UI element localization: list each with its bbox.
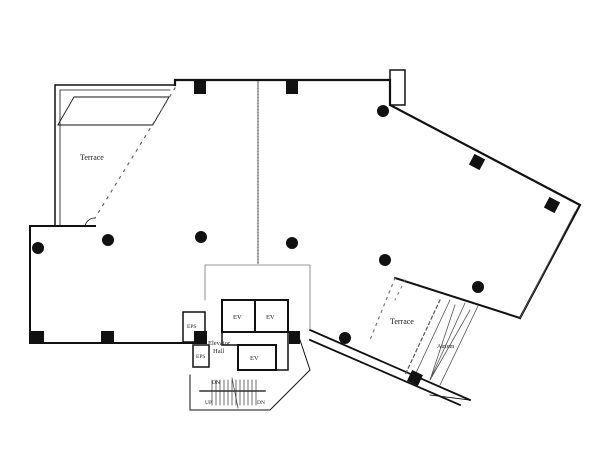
atrium-lines [414,299,479,386]
terrace-edge [308,328,472,407]
label-terrace-right: Terrace [390,317,414,326]
label-atrium: Atrium [437,344,455,350]
label-ev-1: EV [233,314,242,321]
label-stair-dn-2: DN [257,400,265,406]
columns [31,80,561,386]
column-round [32,242,44,254]
column-round [286,237,298,249]
label-stair-dn-1: DN [212,380,220,386]
label-stair-up: UP [205,400,212,406]
label-ev-3: EV [250,355,259,362]
column-round [339,332,351,344]
elevator-shaft-3 [237,344,277,371]
eps-room-2 [192,344,210,368]
column-round [377,105,389,117]
column-round [195,231,207,243]
column-round [379,254,391,266]
planter [57,96,170,126]
left-terrace-outline [54,84,176,227]
walls [29,69,582,411]
label-eps-1: EPS [187,324,196,330]
label-elevator-hall-2: Hall [213,348,224,355]
column [101,331,114,344]
column [286,80,298,94]
label-elevator-hall-1: Elevator [208,340,231,347]
label-ev-2: EV [266,314,275,321]
column [289,331,300,344]
label-terrace-left: Terrace [80,153,104,162]
stairs [189,339,311,411]
column [543,196,561,214]
exterior-wall [29,225,206,344]
column [468,153,486,171]
column-round [102,234,114,246]
labels: Terrace Terrace Atrium EPS EPS Elevator … [80,153,455,406]
column [194,80,206,94]
shaft [389,69,406,106]
label-eps-2: EPS [196,354,205,360]
terrace-glazing [94,87,176,219]
column-round [472,281,484,293]
core-outline [204,264,311,331]
column [407,370,423,386]
column [194,331,207,344]
column [31,331,44,344]
